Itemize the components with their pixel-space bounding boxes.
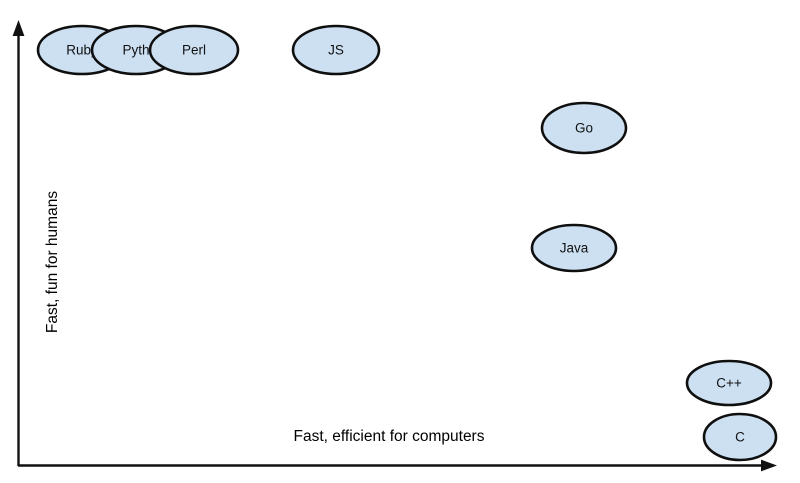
bubble-ruby-label: Ruby <box>66 43 98 58</box>
bubble-c-ellipse[interactable] <box>702 412 778 462</box>
bubble-go[interactable]: Go <box>540 101 628 155</box>
bubble-perl-label: Perl <box>182 43 206 58</box>
bubble-group: Ruby Pyth Perl JS Go <box>36 24 778 462</box>
bubble-perl-ellipse[interactable] <box>148 24 240 76</box>
bubble-java-ellipse[interactable] <box>530 223 618 273</box>
y-axis-title: Fast, fun for humans <box>44 191 61 333</box>
bubble-js-ellipse[interactable] <box>291 24 381 76</box>
bubble-go-label: Go <box>575 121 593 136</box>
bubble-js[interactable]: JS <box>291 24 381 76</box>
x-axis-arrowhead <box>761 459 777 472</box>
axis-group: Fast, fun for humans Fast, efficient for… <box>12 20 777 472</box>
bubble-python-label: Pyth <box>122 43 149 58</box>
bubble-go-ellipse[interactable] <box>540 101 628 155</box>
bubble-c[interactable]: C <box>702 412 778 462</box>
bubble-c-label: C <box>735 430 745 445</box>
bubble-cpp-ellipse[interactable] <box>685 359 773 407</box>
bubble-perl[interactable]: Perl <box>148 24 240 76</box>
x-axis <box>18 459 777 472</box>
bubble-java[interactable]: Java <box>530 223 618 273</box>
y-axis-arrowhead <box>12 20 25 36</box>
bubble-java-label: Java <box>560 241 589 256</box>
bubble-js-label: JS <box>328 43 344 58</box>
x-axis-title: Fast, efficient for computers <box>294 428 485 445</box>
bubble-cpp-label: C++ <box>716 376 742 391</box>
y-axis <box>12 20 25 466</box>
bubble-cpp[interactable]: C++ <box>685 359 773 407</box>
